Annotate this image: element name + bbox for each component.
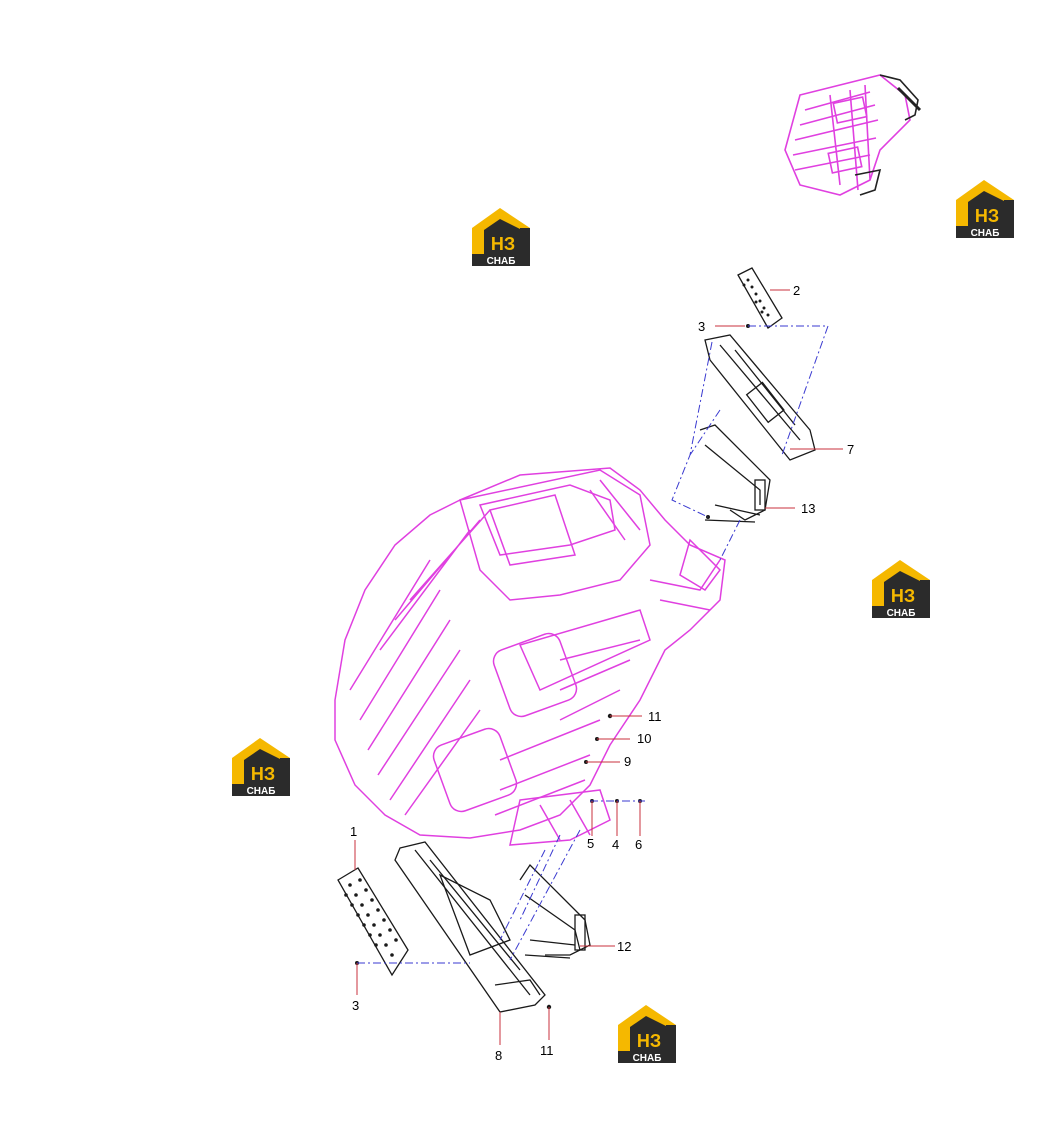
watermark-logo-3: НЗ СНАБ xyxy=(872,560,930,619)
callout-12: 12 xyxy=(617,939,631,954)
part-8-step-bracket xyxy=(394,841,546,1013)
svg-text:СНАБ: СНАБ xyxy=(633,1053,662,1064)
callout-1: 1 xyxy=(350,824,357,839)
callout-4: 4 xyxy=(612,837,619,852)
watermark-logo-2: НЗ СНАБ xyxy=(956,180,1014,239)
cab-thumbnail xyxy=(784,74,922,196)
callout-5: 5 xyxy=(587,836,594,851)
upper-step-assembly xyxy=(699,267,816,523)
part-13-step-frame xyxy=(699,424,771,523)
callout-9: 9 xyxy=(624,754,631,769)
leader-lines xyxy=(354,289,843,1045)
part-12-step-frame xyxy=(519,863,591,959)
callout-6: 6 xyxy=(635,837,642,852)
callout-3-lower: 3 xyxy=(352,998,359,1013)
watermark-logo-4: НЗ СНАБ xyxy=(232,738,290,797)
assembly-lines xyxy=(357,325,829,964)
part-1-step-plate xyxy=(337,867,409,977)
lower-step-assembly xyxy=(337,841,591,1013)
part-2-step-plate xyxy=(737,267,783,329)
callout-3-upper: 3 xyxy=(698,319,705,334)
callout-2: 2 xyxy=(793,283,800,298)
svg-text:НЗ: НЗ xyxy=(251,764,275,784)
callout-8: 8 xyxy=(495,1048,502,1063)
watermark-logo-1: НЗ СНАБ xyxy=(472,208,530,267)
svg-text:НЗ: НЗ xyxy=(491,234,515,254)
svg-text:НЗ: НЗ xyxy=(637,1031,661,1051)
watermark-logo-5: НЗ СНАБ xyxy=(618,1005,676,1064)
svg-text:СНАБ: СНАБ xyxy=(247,786,276,797)
callout-labels: 1 2 3 3 4 5 6 7 8 9 10 11 11 12 13 xyxy=(350,283,854,1063)
svg-text:НЗ: НЗ xyxy=(891,586,915,606)
callout-7: 7 xyxy=(847,442,854,457)
svg-text:СНАБ: СНАБ xyxy=(971,228,1000,239)
svg-text:НЗ: НЗ xyxy=(975,206,999,226)
svg-text:СНАБ: СНАБ xyxy=(887,608,916,619)
callout-11-lower: 11 xyxy=(540,1043,554,1058)
cab-body xyxy=(334,467,726,846)
fasteners xyxy=(355,324,750,1010)
svg-text:СНАБ: СНАБ xyxy=(487,256,516,267)
callout-11-upper: 11 xyxy=(648,709,662,724)
callout-10: 10 xyxy=(637,731,651,746)
callout-13: 13 xyxy=(801,501,815,516)
part-7-step-bracket xyxy=(704,334,816,461)
